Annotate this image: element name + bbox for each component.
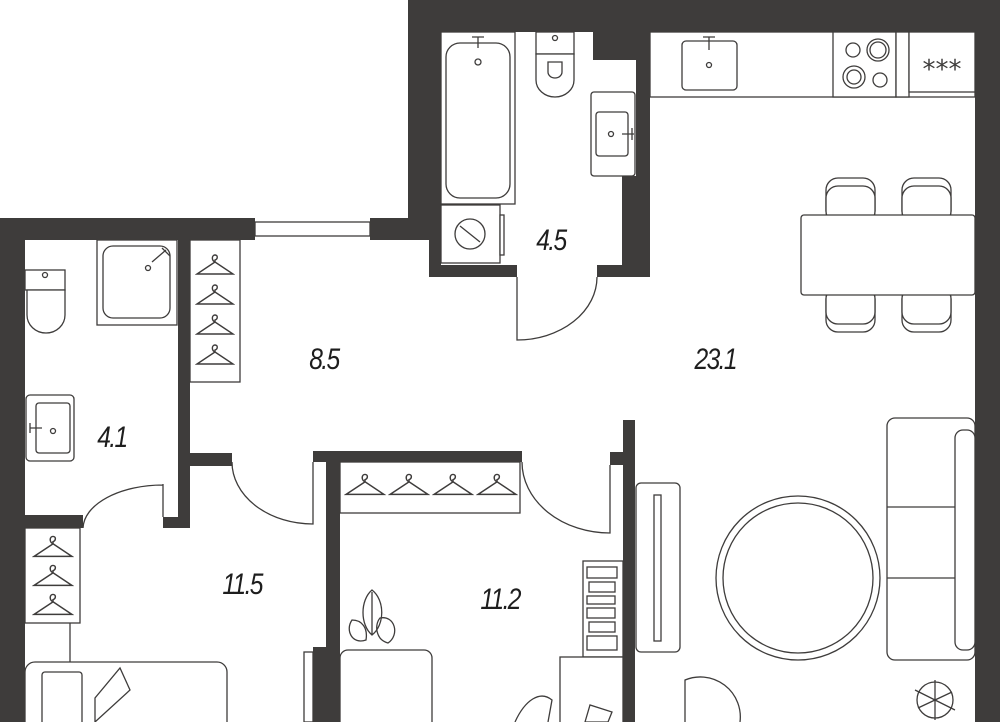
room-area-hallway: 8.5 — [309, 343, 340, 376]
shower-tray-icon — [96, 239, 178, 326]
door-bedroom-1[interactable] — [231, 461, 314, 525]
round-rug — [715, 495, 881, 661]
tv-stand — [635, 482, 681, 653]
nightstand — [303, 651, 314, 722]
room-area-kitchen-living: 23.1 — [694, 343, 738, 376]
chair-icon — [901, 286, 952, 333]
chair-icon — [901, 177, 952, 224]
sink-icon — [25, 394, 75, 462]
chair-icon — [825, 286, 876, 333]
plant-icon — [348, 589, 396, 644]
plant-icon — [914, 680, 956, 720]
wardrobe-bedroom-2 — [339, 461, 521, 514]
door-bathroom-2[interactable] — [82, 484, 164, 529]
bed-icon — [339, 649, 433, 722]
door-bedroom-2[interactable] — [521, 461, 611, 534]
room-area-bathroom: 4.5 — [536, 224, 567, 257]
fridge-icon: *** — [908, 31, 976, 93]
toilet-icon — [24, 269, 66, 334]
door-bathroom[interactable] — [516, 276, 598, 341]
bookshelf — [582, 560, 624, 658]
wardrobe-hallway — [189, 239, 241, 383]
stove-icon — [832, 31, 910, 98]
washing-machine-icon — [440, 204, 505, 264]
sofa-icon — [886, 417, 976, 661]
bed-icon — [24, 661, 228, 722]
fridge-mark: *** — [923, 55, 962, 85]
bathtub-icon — [440, 31, 516, 205]
room-area-bedroom-1: 11.5 — [222, 568, 263, 601]
room-area-bathroom-2: 4.1 — [97, 421, 128, 454]
wardrobe-bedroom-1 — [24, 527, 81, 662]
window — [254, 221, 371, 237]
desk — [514, 656, 624, 722]
toilet-icon — [535, 31, 575, 98]
chair-icon — [825, 177, 876, 224]
sink-icon — [590, 91, 636, 177]
room-area-bedroom-2: 11.2 — [480, 583, 521, 616]
armchair-icon — [684, 676, 741, 722]
dining-table — [800, 177, 976, 333]
